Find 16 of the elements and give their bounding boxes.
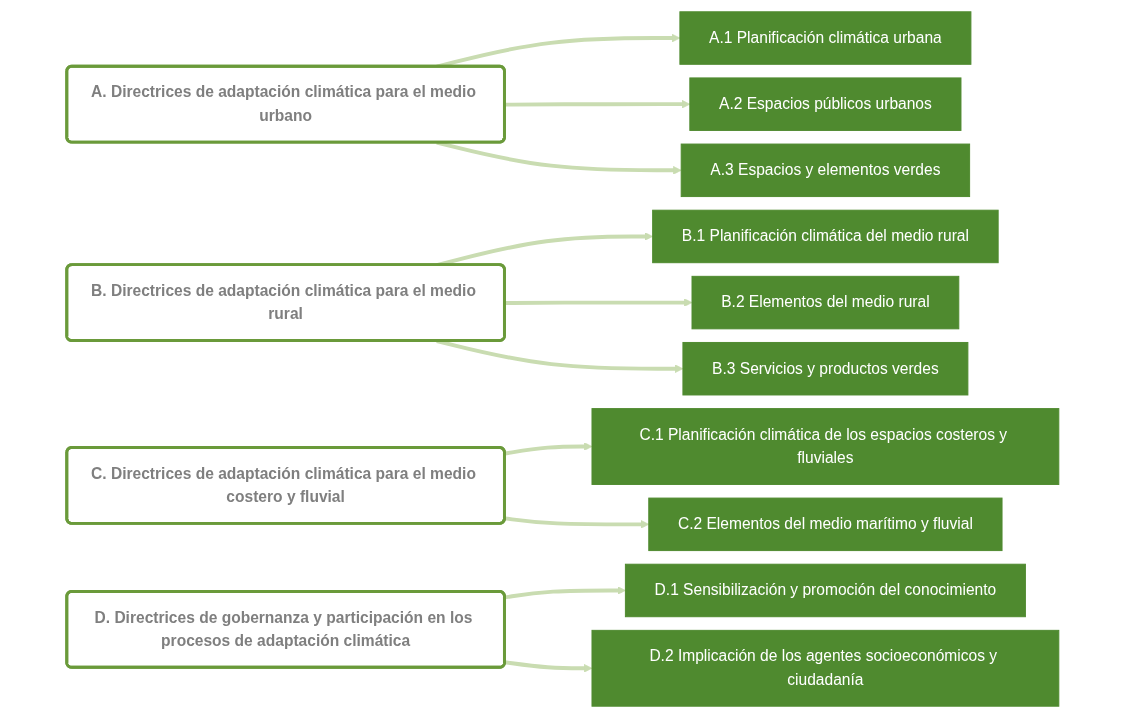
node-box: B.2 Elementos del medio rural: [691, 275, 960, 330]
arrow: [504, 442, 593, 456]
arrow: [504, 586, 626, 600]
node-box: A.1 Planificación climática urbana: [679, 11, 972, 65]
arrow: [505, 99, 691, 109]
node-box: D.1 Sensibilización y promoción del conocimiento: [625, 563, 1027, 618]
node-box: A.2 Espacios públicos urbanos: [689, 77, 962, 131]
node-box: B.3 Servicios y productos verdes: [682, 341, 969, 396]
arrow: [505, 298, 693, 307]
arrow: [504, 516, 650, 529]
node-box: A.3 Espacios y elementos verdes: [680, 143, 971, 198]
arrow: [504, 660, 593, 673]
node-box: D.2 Implicación de los agentes socioeconómicos y ciudadanía: [591, 629, 1060, 707]
node-box: B.1 Planificación climática del medio rural: [652, 209, 999, 264]
node-box: C.2 Elementos del medio marítimo y fluvial: [648, 497, 1003, 552]
node-box: C.1 Planificación climática de los espacios costeros y fluviales: [591, 408, 1060, 485]
